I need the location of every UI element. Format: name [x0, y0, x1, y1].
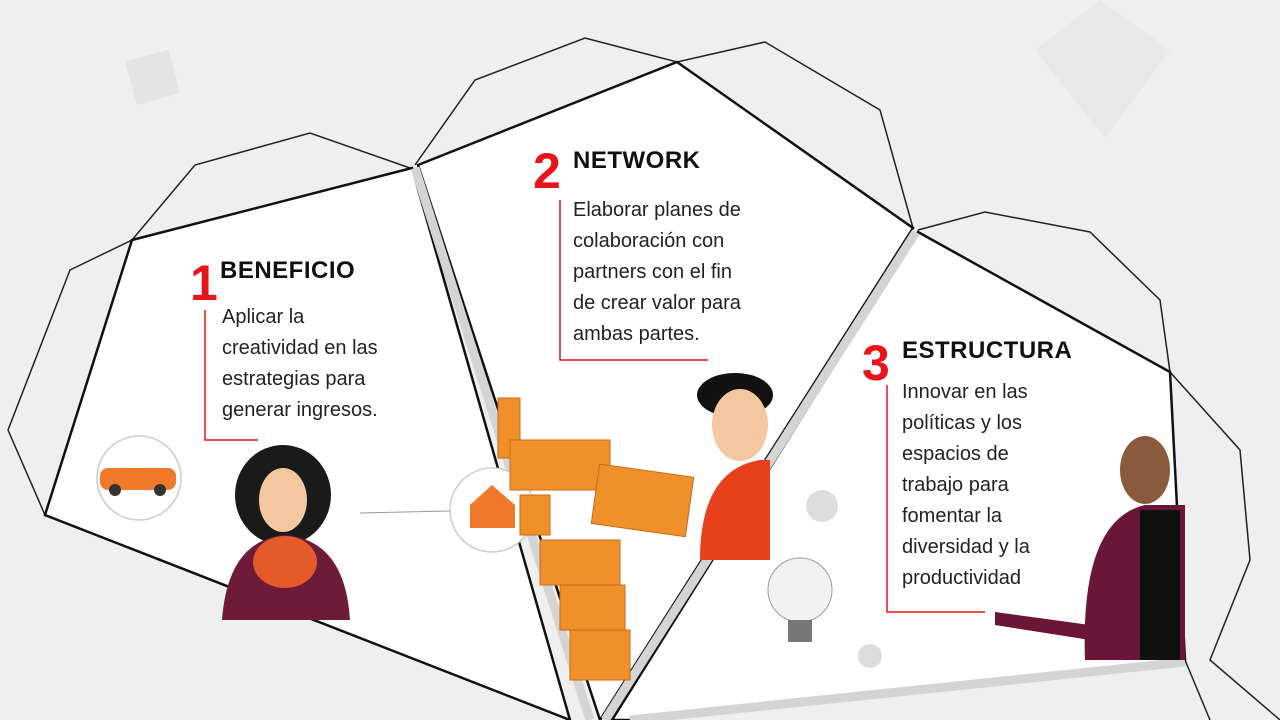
panel-beneficio — [43, 166, 572, 720]
step-title: BENEFICIO — [220, 257, 356, 284]
step-title: NETWORK — [573, 147, 701, 174]
step-number: 2 — [533, 143, 561, 199]
connector-line-1 — [204, 310, 258, 441]
gear-icon — [806, 490, 882, 668]
diamond-icon — [1035, 0, 1170, 138]
step-title: ESTRUCTURA — [902, 337, 1073, 364]
man-presenting — [995, 436, 1185, 660]
woman-with-piggy-bank — [222, 445, 350, 620]
step-number: 1 — [190, 255, 218, 311]
car-icon — [96, 435, 182, 521]
step-number: 3 — [862, 335, 890, 391]
lightbulb-icon — [767, 557, 833, 642]
wooden-blocks — [497, 397, 695, 681]
connector-line-3 — [886, 385, 985, 613]
cube-icon — [125, 49, 181, 105]
man-carrying-block — [697, 373, 773, 560]
connector-line-2 — [559, 200, 708, 361]
